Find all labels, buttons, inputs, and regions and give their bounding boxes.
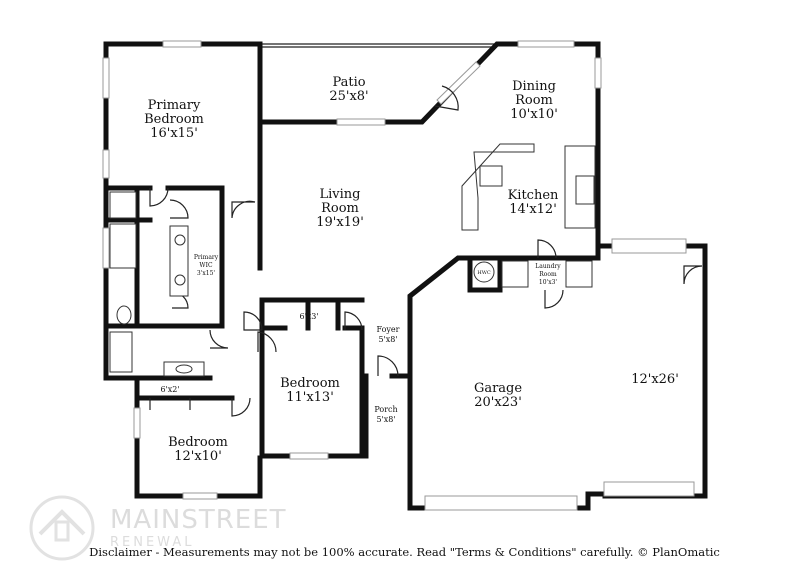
bedroom-left-label: Bedroom (168, 435, 228, 450)
closet-a-size: 6'x3' (299, 312, 318, 321)
primary-bedroom-label-1: Primary (148, 98, 201, 113)
porch-size: 5'x8' (376, 415, 395, 424)
laundry-label-1: Laundry (535, 263, 561, 270)
dining-size: 10'x10' (510, 107, 558, 122)
patio-label: Patio (332, 75, 365, 90)
garage-bay-size: 12'x26' (631, 372, 679, 387)
patio-size: 25'x8' (329, 89, 368, 104)
patio-outline (262, 43, 497, 48)
porch-label: Porch (374, 405, 397, 414)
bedroom-left-size: 12'x10' (174, 449, 222, 464)
primary-bedroom-label-2: Bedroom (144, 112, 204, 127)
watermark-line1: MAINSTREET (110, 505, 287, 535)
living-label-1: Living (320, 187, 361, 202)
disclaimer-text: Disclaimer - Measurements may not be 100… (89, 545, 720, 559)
kitchen-label: Kitchen (508, 188, 559, 203)
foyer-size: 5'x8' (378, 335, 397, 344)
closet-b-size: 6'x2' (160, 385, 179, 394)
primary-wic-size: 3'x15' (197, 270, 215, 277)
living-size: 19'x19' (316, 215, 364, 230)
kitchen-size: 14'x12' (509, 202, 557, 217)
dining-label-2: Room (515, 93, 553, 108)
room-labels: Patio 25'x8' Dining Room 10'x10' Primary… (144, 75, 679, 464)
dining-label-1: Dining (512, 79, 556, 94)
watermark-logo (29, 495, 95, 561)
primary-wic-label-1: Primary (194, 254, 219, 261)
watermark-line2: RENEWAL (110, 535, 194, 550)
windows (102, 40, 695, 511)
walls (103, 41, 708, 511)
laundry-label-2: Room (539, 271, 557, 278)
hwc-label: HWC (477, 270, 490, 276)
bedroom-middle-label: Bedroom (280, 376, 340, 391)
bedroom-middle-size: 11'x13' (286, 390, 334, 405)
living-label-2: Room (321, 201, 359, 216)
garage-label: Garage (474, 381, 522, 396)
primary-wic-label-2: WIC (199, 262, 213, 269)
fixtures (109, 143, 596, 377)
foyer-label: Foyer (376, 325, 399, 334)
laundry-size: 10'x3' (539, 279, 557, 286)
primary-bedroom-size: 16'x15' (150, 126, 198, 141)
garage-size: 20'x23' (474, 395, 522, 410)
